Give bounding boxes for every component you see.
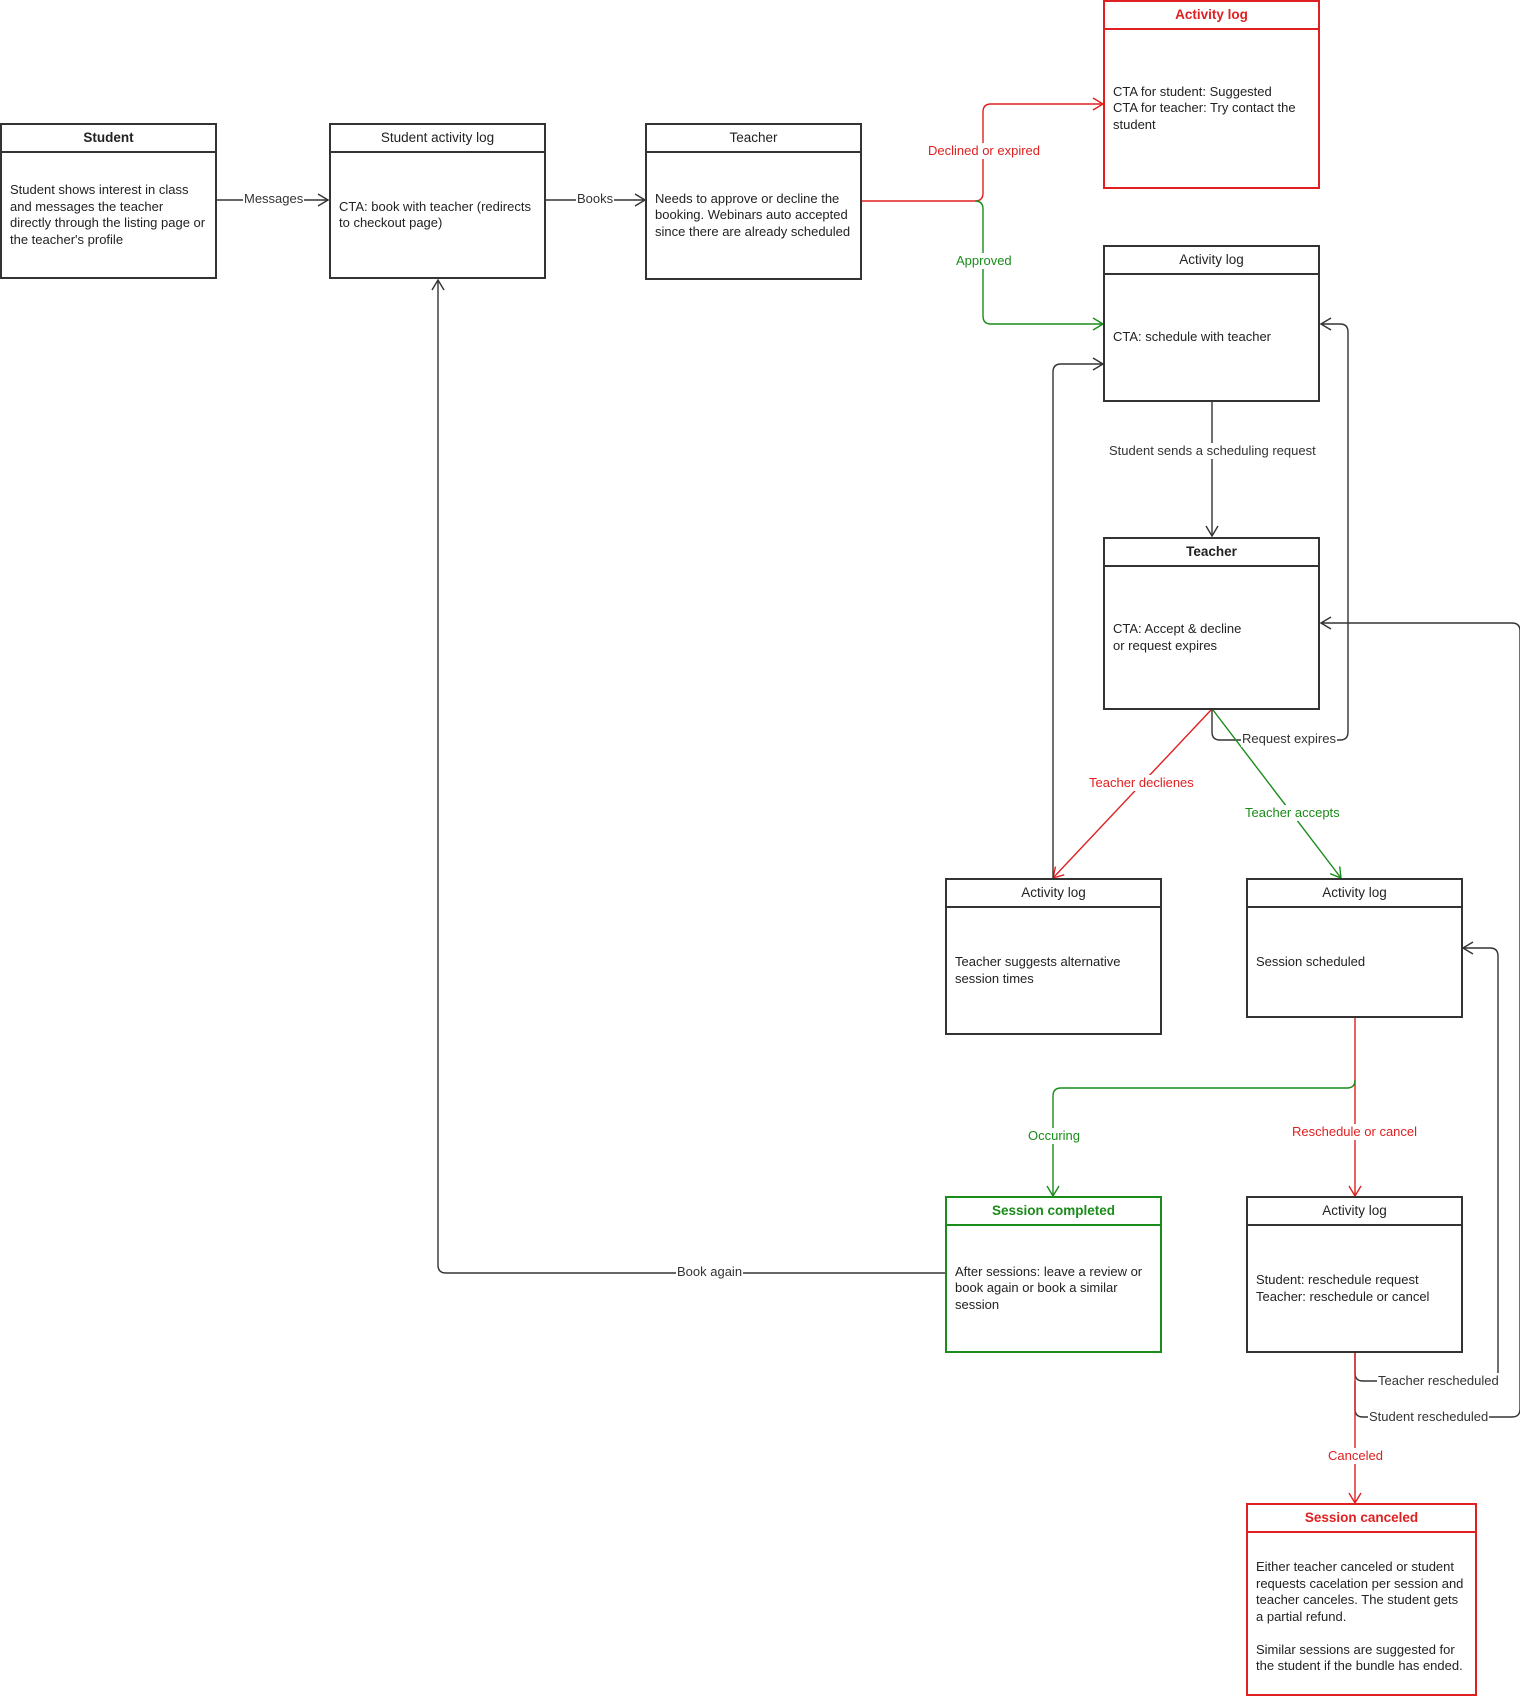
edge-book-again xyxy=(438,280,946,1274)
node-body: Needs to approve or decline the booking.… xyxy=(655,190,851,239)
node-title: Activity log xyxy=(1105,2,1318,30)
edge-alternative-to-schedule xyxy=(1052,364,1103,878)
node-body: CTA: Accept & decline or request expires xyxy=(1113,621,1242,653)
node-activity-log-schedule[interactable]: Activity log CTA: schedule with teacher xyxy=(1103,245,1320,402)
edge-label-books: Books xyxy=(576,191,615,207)
node-body: CTA for student: Suggested CTA for teach… xyxy=(1113,83,1296,132)
node-title: Student xyxy=(2,125,215,153)
edge-label-book-again: Book again xyxy=(676,1264,744,1280)
edge-approved xyxy=(974,200,1103,324)
node-body: After sessions: leave a review or book a… xyxy=(955,1263,1143,1312)
edge-label-teacher-rescheduled: Teacher rescheduled xyxy=(1377,1373,1500,1389)
node-student-activity-log[interactable]: Student activity log CTA: book with teac… xyxy=(329,123,546,279)
edge-request-expires xyxy=(1211,324,1349,741)
node-activity-log-declined[interactable]: Activity log CTA for student: Suggested … xyxy=(1103,0,1320,189)
node-teacher-accept[interactable]: Teacher CTA: Accept & decline or request… xyxy=(1103,537,1320,710)
edge-occuring xyxy=(1053,1079,1356,1196)
edge-label-request-expires: Request expires xyxy=(1241,731,1337,747)
edge-label-reschedule-or-cancel: Reschedule or cancel xyxy=(1291,1124,1419,1140)
node-body: CTA: book with teacher (redirects to che… xyxy=(339,198,531,231)
node-activity-log-alternative[interactable]: Activity log Teacher suggests alternativ… xyxy=(945,878,1162,1035)
node-body: Teacher suggests alternative session tim… xyxy=(955,954,1121,986)
edge-teacher-declines xyxy=(1053,709,1212,878)
node-session-completed[interactable]: Session completed After sessions: leave … xyxy=(945,1196,1162,1353)
node-title: Teacher xyxy=(647,125,860,153)
edge-label-occuring: Occuring xyxy=(1027,1128,1082,1144)
edge-label-student-sends-request: Student sends a scheduling request xyxy=(1108,443,1317,459)
node-body: Either teacher canceled or student reque… xyxy=(1256,1559,1464,1673)
edge-label-teacher-declines: Teacher declienes xyxy=(1088,775,1195,791)
node-title: Activity log xyxy=(1248,880,1461,908)
edge-label-messages: Messages xyxy=(243,191,305,207)
edge-label-declined-or-expired: Declined or expired xyxy=(927,143,1042,159)
edge-label-canceled: Canceled xyxy=(1327,1448,1384,1464)
node-body: Student shows interest in class and mess… xyxy=(10,182,206,247)
node-teacher-booking[interactable]: Teacher Needs to approve or decline the … xyxy=(645,123,862,280)
edge-label-teacher-accepts: Teacher accepts xyxy=(1244,805,1341,821)
node-student[interactable]: Student Student shows interest in class … xyxy=(0,123,217,279)
node-title: Activity log xyxy=(947,880,1160,908)
node-title: Teacher xyxy=(1105,539,1318,567)
edge-label-approved: Approved xyxy=(955,253,1013,269)
node-activity-log-reschedule[interactable]: Activity log Student: reschedule request… xyxy=(1246,1196,1463,1353)
node-title: Session canceled xyxy=(1248,1505,1475,1533)
edge-student-rescheduled xyxy=(1321,623,1520,1418)
edge-label-student-rescheduled: Student rescheduled xyxy=(1368,1409,1490,1425)
node-title: Activity log xyxy=(1248,1198,1461,1226)
node-body: Session scheduled xyxy=(1256,953,1366,969)
node-title: Activity log xyxy=(1105,247,1318,275)
node-body: Student: reschedule request Teacher: res… xyxy=(1256,1272,1430,1304)
node-title: Student activity log xyxy=(331,125,544,153)
node-title: Session completed xyxy=(947,1198,1160,1226)
node-session-canceled[interactable]: Session canceled Either teacher canceled… xyxy=(1246,1503,1477,1696)
node-body: CTA: schedule with teacher xyxy=(1113,329,1271,345)
node-activity-log-scheduled[interactable]: Activity log Session scheduled xyxy=(1246,878,1463,1018)
edge-teacher-accepts xyxy=(1212,709,1341,878)
